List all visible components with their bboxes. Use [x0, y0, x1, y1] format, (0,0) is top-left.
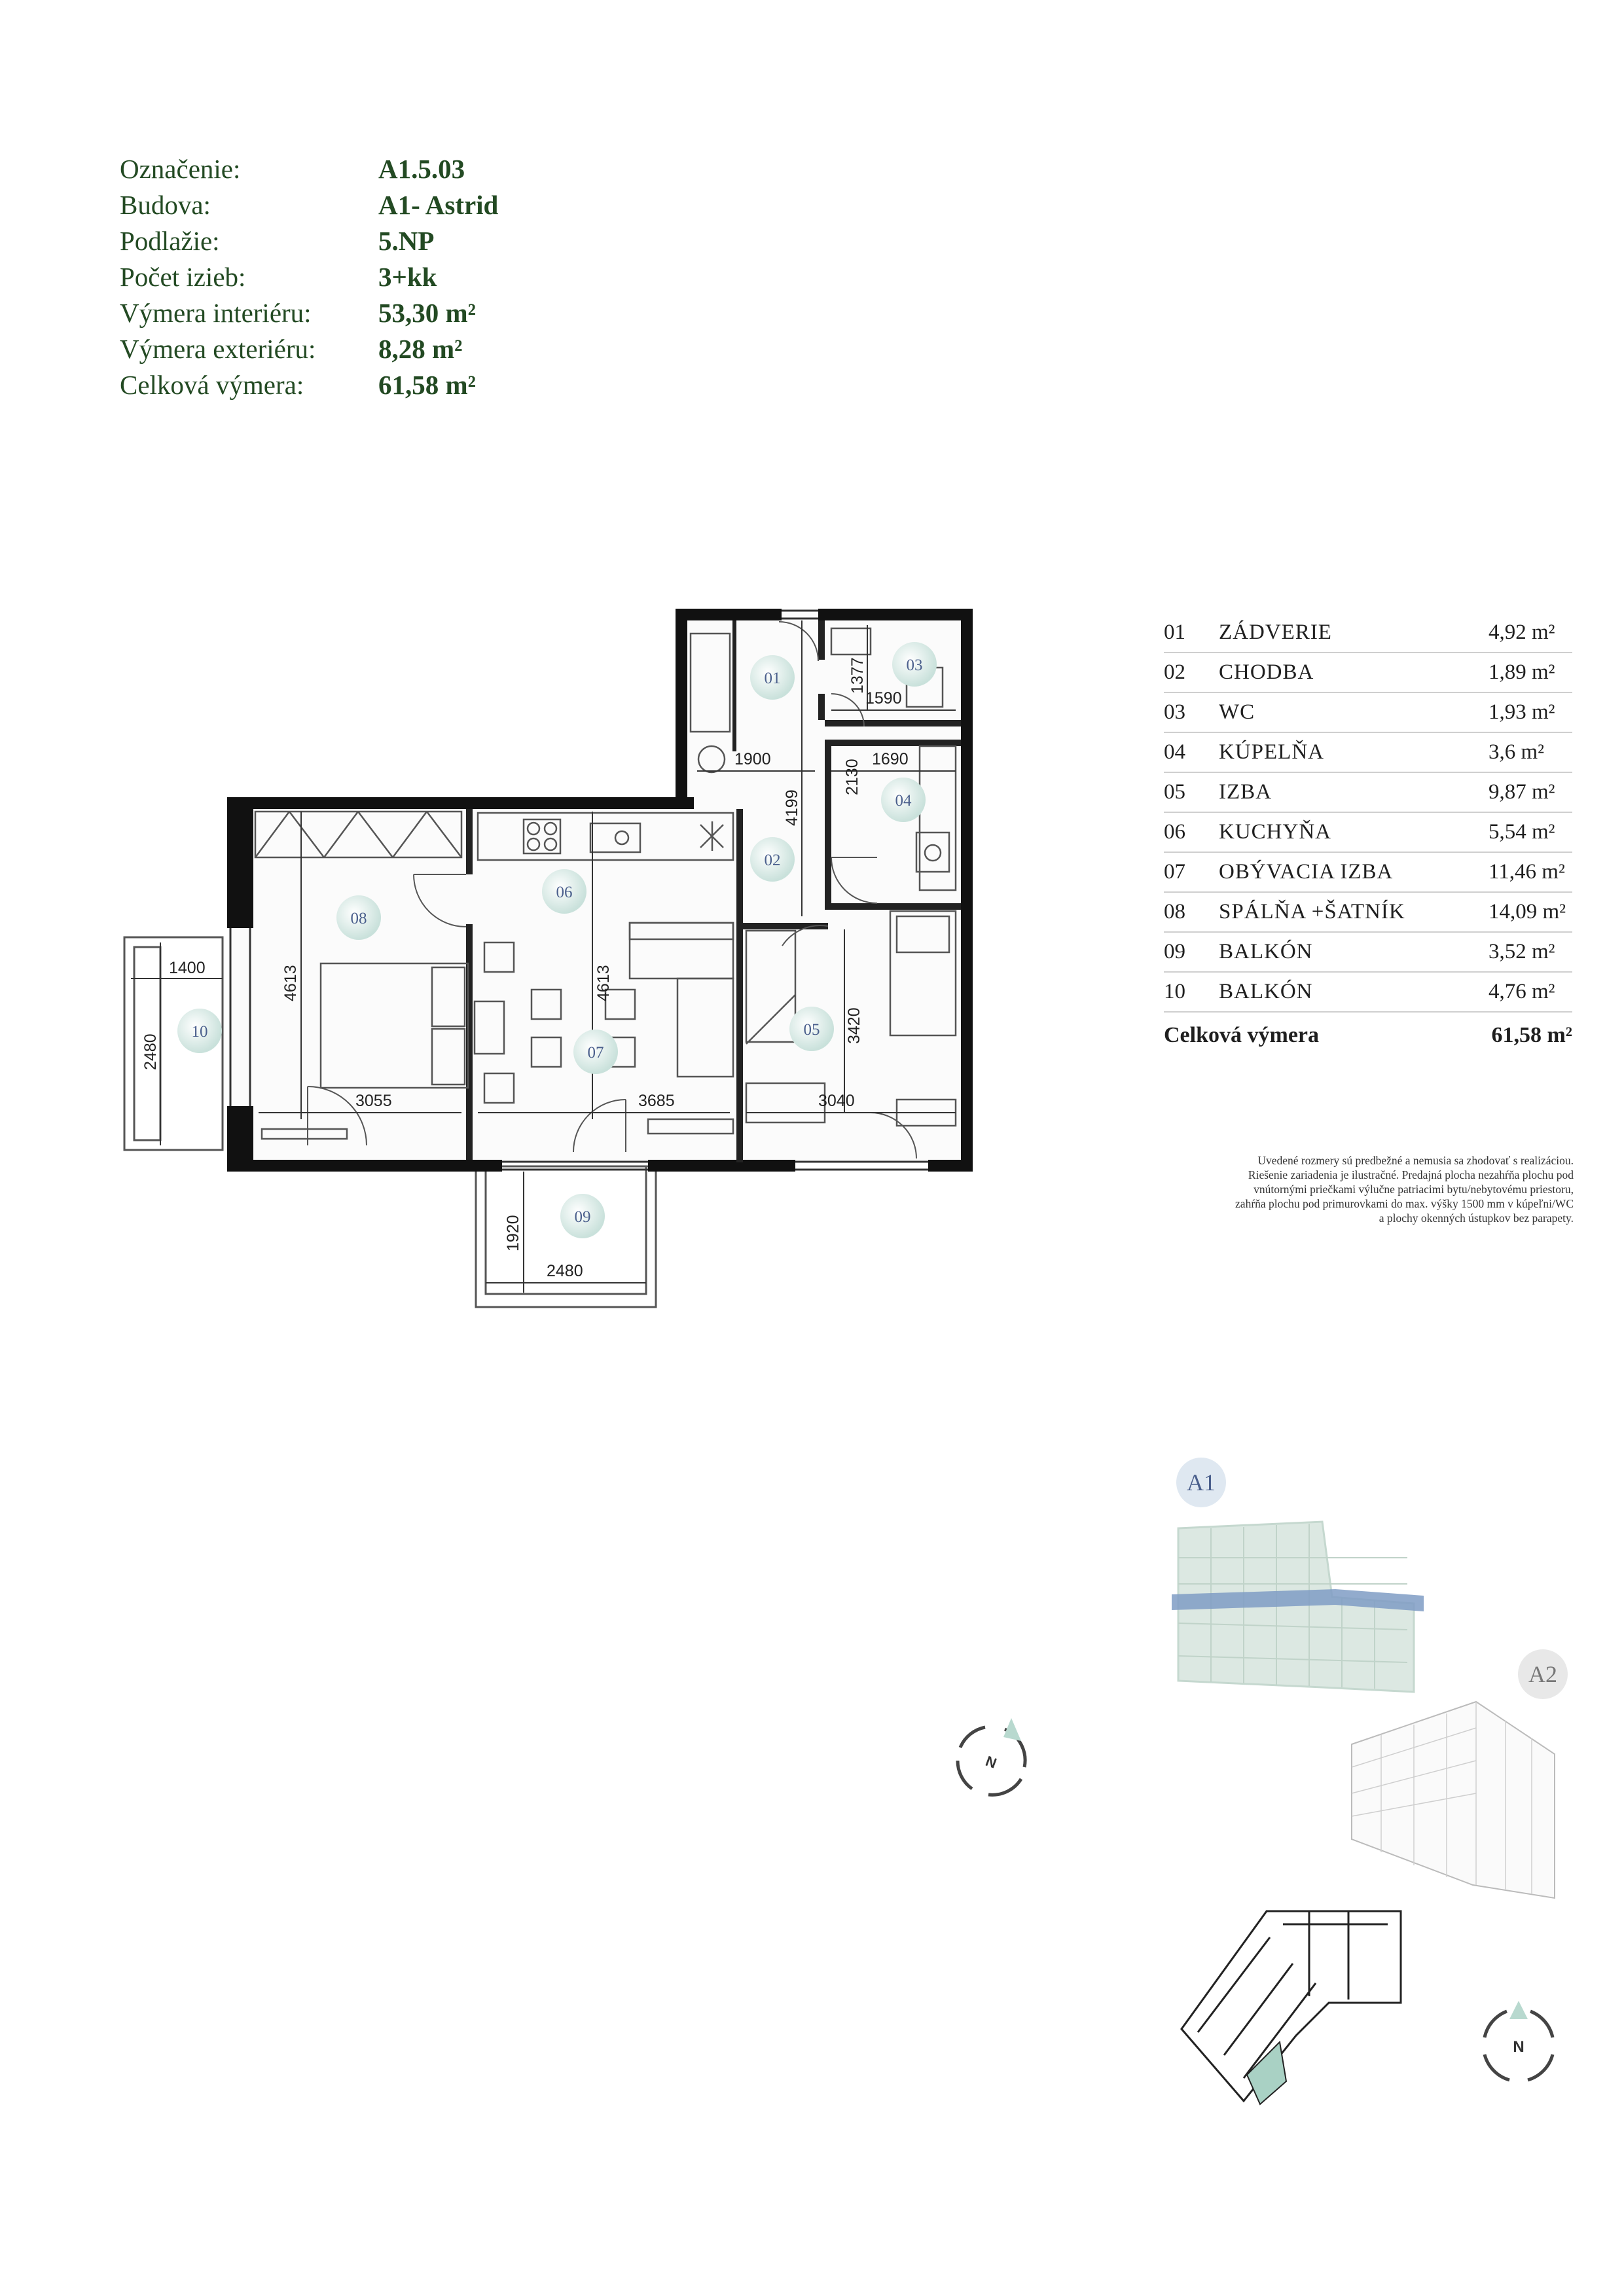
apartment-info: Označenie:A1.5.03 Budova:A1- Astrid Podl… — [120, 151, 498, 403]
room-tag-07: 07 — [573, 1030, 618, 1074]
building-a1-illustration: A1 — [1172, 1458, 1424, 1693]
svg-text:07: 07 — [588, 1044, 604, 1062]
north-arrow-icon — [1509, 2001, 1528, 2019]
room-tag-01: 01 — [750, 655, 795, 700]
svg-text:05: 05 — [804, 1021, 820, 1039]
svg-text:A1: A1 — [1187, 1469, 1216, 1496]
dim-4199: 4199 — [783, 789, 801, 826]
svg-text:04: 04 — [895, 792, 912, 810]
dim-2480-balcony-09: 2480 — [547, 1262, 583, 1280]
room-tag-04: 04 — [881, 778, 926, 822]
info-row: Označenie:A1.5.03 — [120, 153, 465, 184]
compass-large: N — [1483, 2001, 1555, 2082]
svg-text:N: N — [983, 1753, 998, 1772]
dim-3420: 3420 — [845, 1007, 863, 1044]
north-arrow-icon — [1003, 1718, 1021, 1741]
room-tag-10: 10 — [177, 1009, 222, 1053]
room-tag-02: 02 — [750, 837, 795, 882]
svg-text:N: N — [1513, 2038, 1524, 2056]
dim-4613-bedroom: 4613 — [281, 965, 300, 1001]
dim-1900: 1900 — [734, 750, 771, 768]
dim-2130: 2130 — [843, 759, 861, 795]
info-row: Počet izieb:3+kk — [120, 261, 437, 292]
dim-1377: 1377 — [848, 657, 867, 694]
dimension-labels: 1900 1690 1590 3055 3685 3040 1400 2480 … — [141, 657, 909, 1280]
dim-1590: 1590 — [865, 689, 902, 708]
info-row: Výmera exteriéru:8,28 m² — [120, 333, 463, 364]
room-tag-09: 09 — [560, 1194, 605, 1238]
info-row: Celková výmera:61,58 m² — [120, 369, 476, 400]
svg-text:02: 02 — [765, 852, 781, 869]
dim-1400: 1400 — [169, 959, 206, 977]
disclaimer-note: Uvedené rozmery sú predbežné a nemusia s… — [1235, 1154, 1574, 1225]
exterior-walls — [227, 609, 973, 1172]
room-tag-06: 06 — [542, 869, 586, 914]
furniture — [254, 627, 957, 1140]
site-plan — [1180, 1910, 1402, 2106]
info-row: Výmera interiéru:53,30 m² — [120, 297, 476, 328]
dim-4613-living: 4613 — [594, 965, 613, 1001]
building-a2-illustration: A2 — [1351, 1649, 1568, 1899]
compass-small: N — [956, 1718, 1027, 1797]
svg-text:01: 01 — [765, 670, 781, 687]
doors — [307, 621, 917, 1159]
svg-text:08: 08 — [351, 910, 367, 927]
svg-text:06: 06 — [556, 884, 573, 901]
floor-highlight — [1172, 1589, 1424, 1611]
svg-text:A2: A2 — [1528, 1661, 1557, 1687]
room-tag-08: 08 — [336, 895, 381, 940]
balcony-09 — [475, 1165, 657, 1308]
interior-walls — [466, 620, 961, 1162]
info-row: Podlažie:5.NP — [120, 225, 435, 256]
room-tags: 01 02 03 04 05 06 07 08 09 10 — [177, 642, 937, 1238]
dim-3055: 3055 — [355, 1092, 392, 1110]
svg-text:10: 10 — [192, 1023, 208, 1041]
dim-1920: 1920 — [504, 1215, 522, 1251]
floor-area — [229, 806, 961, 1160]
dim-3685: 3685 — [638, 1092, 675, 1110]
dim-2480-balcony-10: 2480 — [141, 1033, 160, 1070]
svg-text:09: 09 — [575, 1208, 591, 1226]
room-tag-05: 05 — [789, 1007, 834, 1051]
room-tag-03: 03 — [892, 642, 937, 687]
windows — [229, 609, 928, 1171]
dim-3040: 3040 — [818, 1092, 855, 1110]
svg-text:03: 03 — [907, 656, 923, 674]
info-row: Budova:A1- Astrid — [120, 189, 499, 220]
dim-1690: 1690 — [872, 750, 909, 768]
dimension-lines — [131, 620, 956, 1293]
